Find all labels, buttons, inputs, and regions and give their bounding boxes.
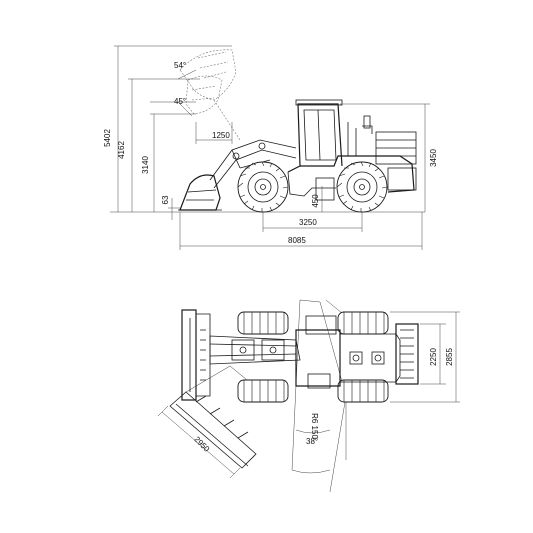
cab [295, 99, 343, 167]
top-rear-tire-upper [337, 311, 389, 335]
dim-bucket-width: 2950 [192, 435, 211, 454]
dump-bucket-ghost [185, 75, 223, 115]
dim-wheelbase: 3250 [299, 218, 317, 227]
angle-dump: 45° [174, 97, 186, 106]
dim-overall-length: 8085 [288, 236, 306, 245]
dim-max-dump-height: 5402 [103, 129, 112, 147]
angle-rollback: 54° [174, 61, 186, 70]
side-dimension-lines [114, 45, 430, 250]
side-view: 5402 4162 3140 63 1250 3450 450 3250 808… [103, 45, 438, 250]
dim-dig-depth: 63 [161, 195, 170, 204]
top-rear-tire-lower [337, 379, 389, 403]
angle-articulation: 38° [306, 437, 318, 446]
top-view: 2250 2855 R6 150 38° 2950 [157, 299, 460, 493]
dim-tread-width: 2250 [429, 348, 438, 366]
ground-bucket [178, 174, 222, 211]
dim-ground-clearance: 450 [311, 194, 320, 208]
top-bucket [181, 309, 211, 401]
dim-overall-height: 3450 [429, 149, 438, 167]
machine-body [287, 115, 417, 201]
dim-turning-radius: R6 150 [310, 413, 319, 439]
dim-overall-width: 2855 [445, 348, 454, 366]
top-front-tire-lower [237, 379, 289, 403]
front-tire [237, 161, 289, 213]
top-front-tire-upper [237, 311, 289, 335]
dim-dump-reach: 1250 [212, 131, 230, 140]
raised-bucket-ghost [179, 49, 241, 141]
rear-tire [336, 161, 388, 213]
top-frame [295, 315, 419, 389]
dim-hinge-pin-height: 4162 [117, 141, 126, 159]
dim-dump-clearance: 3140 [141, 156, 150, 174]
top-lift-arms [209, 335, 301, 365]
top-dimension-lines [390, 311, 460, 403]
